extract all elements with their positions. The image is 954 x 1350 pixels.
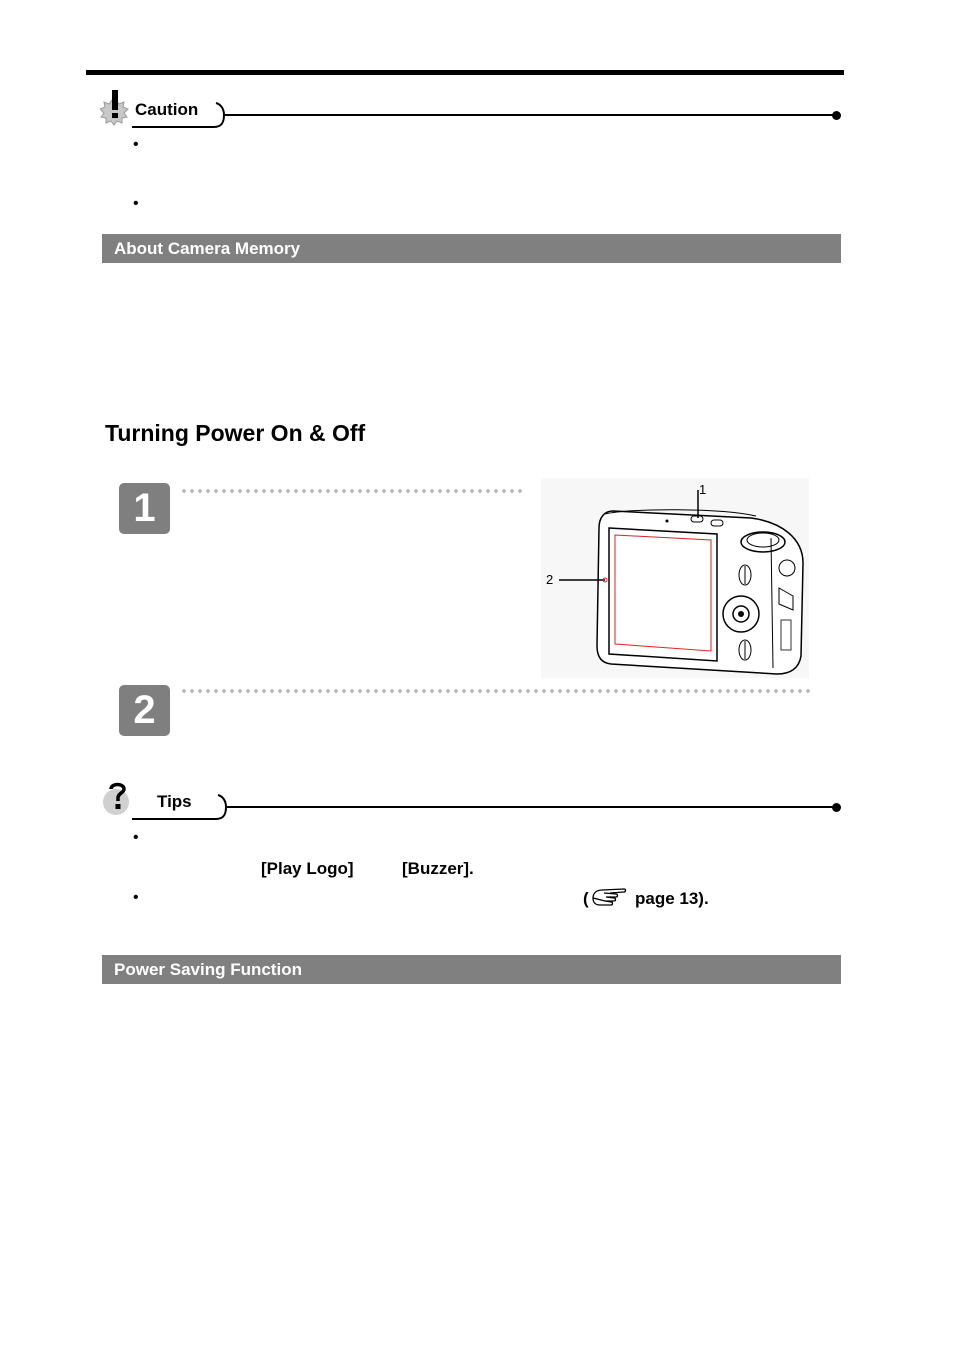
tips-bullet: • [133,829,139,846]
tips-tab-curve [132,794,228,820]
page-ref: page 13). [635,889,709,908]
caution-callout: Caution [100,88,844,128]
section-power-saving: Power Saving Function [102,955,841,984]
caution-tab-curve [132,102,226,128]
caution-icon [100,90,129,126]
top-rule [86,70,844,75]
figure-callout-2: 2 [546,572,554,587]
caution-label: Caution [135,100,199,119]
step-1-badge: 1 [119,483,170,534]
caution-rule-end [832,111,841,120]
step-1-divider [180,489,524,493]
section-camera-memory: About Camera Memory [102,234,841,263]
play-logo-ref: [Play Logo] [261,859,354,878]
page-ref-paren: ( [583,889,589,908]
tips-label: Tips [157,792,192,811]
tips-rule [226,806,836,808]
step-2-divider [180,689,812,693]
tips-callout: Tips [100,780,844,820]
tips-rule-end [832,803,841,812]
pointing-hand-icon [592,888,627,906]
tips-bullet: • [133,889,139,906]
question-icon [103,782,129,815]
caution-bullet: • [133,136,139,153]
camera-illustration [541,478,809,678]
buzzer-ref: [Buzzer]. [402,859,474,878]
caution-rule [224,114,836,116]
caution-bullet: • [133,195,139,212]
page-heading: Turning Power On & Off [105,420,366,446]
step-2-badge: 2 [119,685,170,736]
figure-callout-1: 1 [699,482,707,497]
